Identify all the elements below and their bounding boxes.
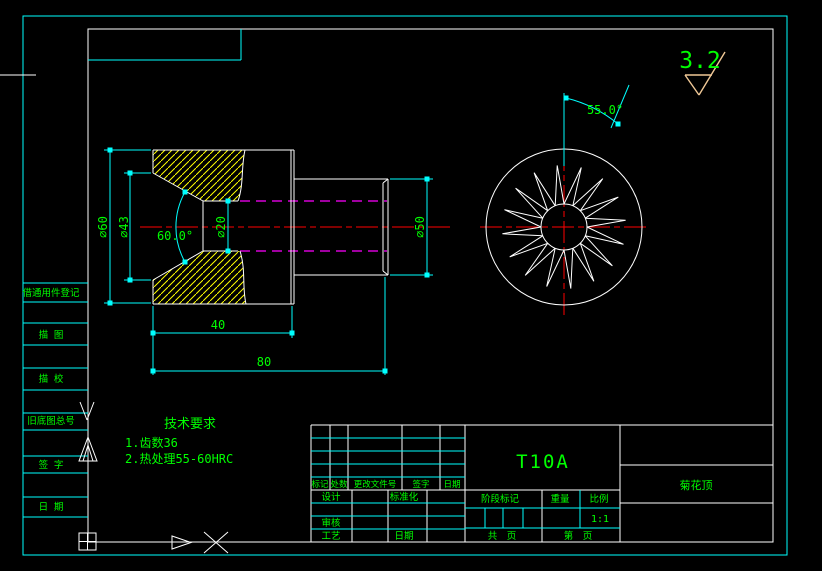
hatch-lower bbox=[153, 251, 246, 304]
plot-marks bbox=[78, 401, 229, 554]
part-name: 菊花顶 bbox=[680, 479, 713, 492]
header-signature: 签字 bbox=[412, 479, 429, 490]
header-change-file-no: 更改文件号 bbox=[354, 479, 397, 490]
change-record-table: 标记 处数 更改文件号 签字 日期 bbox=[311, 479, 460, 490]
strip-label-date: 日 期 bbox=[39, 502, 64, 513]
dim-face-angle: 55.0° bbox=[587, 103, 623, 117]
signature-area: 设计 标准化 审核 工艺 日期 bbox=[321, 491, 418, 542]
serration-teeth bbox=[502, 165, 626, 289]
tech-req-item-1: 1.齿数36 bbox=[125, 435, 178, 450]
grid-square-icon bbox=[78, 532, 97, 551]
scale-value: 1:1 bbox=[591, 514, 609, 525]
section-dimensions: ∅60 ∅43 ∅20 ∅50 60.0° 40 80 bbox=[96, 147, 433, 375]
face-view: 55.0° bbox=[480, 84, 650, 318]
header-date: 日期 bbox=[443, 480, 460, 490]
dim-80: 80 bbox=[257, 355, 271, 369]
y-mark-icon bbox=[79, 401, 95, 421]
sheet-number: 第 页 bbox=[564, 530, 593, 542]
label-process: 工艺 bbox=[321, 531, 340, 542]
dim-d43: ∅43 bbox=[117, 216, 131, 238]
tech-requirements: 技术要求 1.齿数36 2.热处理55-60HRC bbox=[125, 417, 233, 466]
label-stage-mark: 阶段标记 bbox=[481, 493, 520, 505]
label-scale: 比例 bbox=[589, 493, 608, 505]
arrow-mark-icon bbox=[171, 535, 193, 550]
strip-label-old-drawing-no: 旧底图总号 bbox=[27, 415, 75, 427]
label-design: 设计 bbox=[321, 491, 341, 503]
roughness-value: 3.2 bbox=[679, 48, 721, 74]
tech-req-title: 技术要求 bbox=[164, 417, 216, 432]
label-date: 日期 bbox=[394, 531, 413, 542]
hatch-upper bbox=[153, 150, 245, 201]
stage-weight-scale: 阶段标记 重量 比例 1:1 共 页 第 页 bbox=[481, 493, 609, 542]
header-count: 处数 bbox=[330, 479, 348, 490]
part-outline bbox=[152, 149, 389, 305]
tech-req-item-2: 2.热处理55-60HRC bbox=[125, 452, 233, 466]
dim-d60: ∅60 bbox=[96, 216, 110, 238]
break-lines bbox=[237, 149, 247, 305]
roughness-icon bbox=[684, 51, 726, 96]
header-mark: 标记 bbox=[311, 479, 329, 490]
triangle-mark-icon bbox=[78, 435, 98, 462]
material-grade: T10A bbox=[516, 451, 570, 473]
label-review: 审核 bbox=[321, 517, 341, 529]
dim-40: 40 bbox=[211, 318, 225, 332]
x-mark-icon bbox=[203, 531, 229, 554]
face-angle-dim: 55.0° bbox=[563, 84, 630, 166]
hidden-bore-lines bbox=[240, 200, 387, 252]
dim-d50: ∅50 bbox=[413, 216, 427, 238]
title-block: 标记 处数 更改文件号 签字 日期 设计 标准化 审核 工艺 日期 T10A 阶… bbox=[310, 424, 773, 543]
frame-corner-box bbox=[88, 29, 242, 61]
strip-label-reuse-record: 借通用件登记 bbox=[22, 287, 80, 299]
label-standardize: 标准化 bbox=[390, 491, 419, 503]
dim-d20: ∅20 bbox=[214, 216, 228, 238]
sheet-frame bbox=[0, 15, 788, 556]
surface-finish: 3.2 bbox=[679, 48, 726, 96]
dim-cone-angle: 60.0° bbox=[157, 229, 193, 243]
label-weight: 重量 bbox=[550, 493, 570, 505]
strip-label-tracing: 描 图 bbox=[39, 329, 64, 341]
left-strip: 借通用件登记 描 图 描 校 旧底图总号 签 字 日 期 bbox=[22, 282, 88, 518]
strip-label-signature: 签 字 bbox=[39, 459, 64, 471]
strip-label-trace-check: 描 校 bbox=[39, 373, 64, 385]
section-view bbox=[140, 149, 452, 305]
sheets-total: 共 页 bbox=[488, 531, 517, 542]
dim-arrow-dots bbox=[107, 147, 430, 374]
